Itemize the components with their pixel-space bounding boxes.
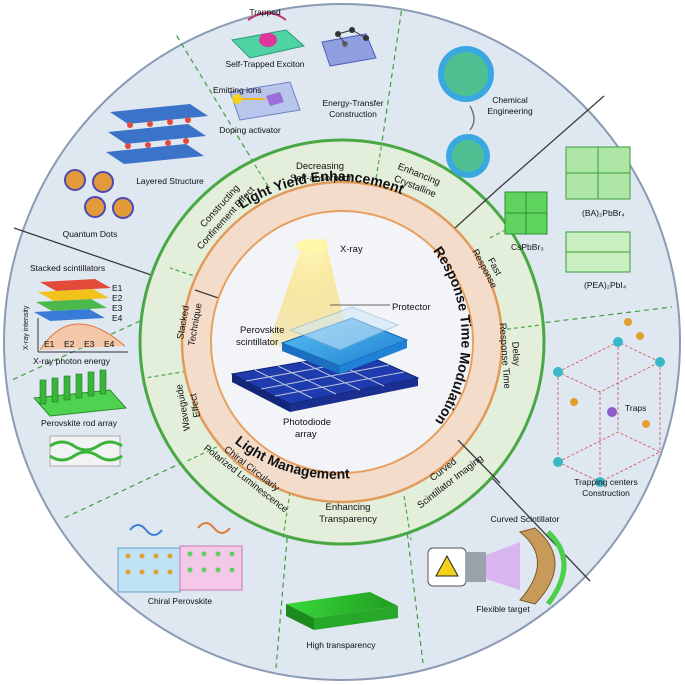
e1-label: E1 — [112, 283, 123, 293]
ba-pbbr4-illustration — [565, 146, 631, 200]
chemical-label-2: Engineering — [487, 106, 533, 116]
photodiode-label-2: array — [295, 429, 317, 440]
delay-label: Delay — [509, 341, 522, 366]
spectrum-plot — [37, 318, 128, 353]
perovskite-rod-array-label: Perovskite rod array — [41, 418, 118, 428]
waveguide-illustration — [49, 435, 123, 467]
waveguide-effect-label: Effect — [188, 392, 203, 418]
e3-label: E3 — [112, 303, 123, 313]
decreasing-label: Decreasing — [296, 161, 344, 172]
self-absorption-label: Self-absorption — [290, 173, 354, 184]
e4-label: E4 — [112, 313, 123, 323]
flexible-target-label: Flexible target — [476, 604, 530, 614]
doping-activator-label: Doping activator — [219, 125, 281, 135]
e2-axis-label: E2 — [64, 339, 75, 349]
energy-transfer-label-1: Energy-Transfer — [322, 98, 383, 108]
perovskite-label-2: scintillator — [236, 337, 278, 348]
ba-pbbr4-label: (BA)₂PbBr₄ — [582, 208, 625, 218]
perovskite-rod-array-illustration — [32, 369, 128, 417]
energy-transfer-illustration — [321, 27, 377, 67]
trapping-centers-label-2: Construction — [582, 488, 630, 498]
stacked-scintillators-label: Stacked scintillators — [30, 263, 105, 273]
pea-pbi4-label: (PEA)₂PbI₄ — [584, 280, 627, 290]
photodiode-label-1: Photodiode — [283, 417, 331, 428]
cspbbr3-label: CsPbBr₃ — [511, 242, 544, 252]
energy-transfer-label-2: Construction — [329, 109, 377, 119]
quantum-dots-illustration — [64, 169, 134, 219]
delay-response-time-label: Response Time — [497, 323, 513, 390]
chemical-engineering-illustration — [438, 46, 494, 178]
curved-scintillator-label: Curved Scintillator — [491, 514, 560, 524]
chiral-perovskite-illustration — [117, 522, 243, 593]
protector-label: Protector — [392, 302, 431, 313]
cspbbr3-illustration — [504, 191, 548, 235]
layered-structure-label: Layered Structure — [136, 176, 204, 186]
e2-label: E2 — [112, 293, 123, 303]
emitting-ions-label: Emitting ions — [213, 85, 262, 95]
curved-scintillator-illustration — [427, 527, 567, 606]
e4-axis-label: E4 — [104, 339, 115, 349]
doping-activator-illustration — [229, 81, 301, 121]
xray-label: X-ray — [340, 244, 363, 255]
layered-structure-illustration — [106, 104, 208, 164]
perovskite-label-1: Perovskite — [240, 325, 284, 336]
traps-label: Traps — [625, 403, 646, 413]
pea-pbi4-illustration — [565, 231, 631, 273]
stacked-layers-illustration — [34, 279, 111, 321]
enhancing-transparency-label-1: Enhancing — [326, 502, 371, 513]
xray-intensity-label: X-ray intensity — [23, 305, 30, 350]
trapping-centers-label-1: Trapping centers — [574, 477, 637, 487]
chiral-perovskite-label: Chiral Perovskite — [148, 596, 213, 606]
xray-photon-energy-label: X-ray photon energy — [33, 356, 111, 366]
high-transparency-label: High transparency — [307, 640, 377, 650]
e3-axis-label: E3 — [84, 339, 95, 349]
trapping-centers-illustration — [557, 341, 661, 483]
quantum-dots-label: Quantum Dots — [63, 229, 118, 239]
enhancing-transparency-label-2: Transparency — [319, 514, 377, 525]
trapped-label: Trapped — [249, 7, 281, 17]
central-device — [230, 238, 420, 412]
self-trapped-exciton-label: Self-Trapped Exciton — [225, 59, 304, 69]
high-transparency-illustration — [286, 592, 398, 630]
trap-atoms — [553, 318, 665, 487]
protector-layer — [288, 306, 400, 351]
chemical-label-1: Chemical — [492, 95, 528, 105]
e1-axis-label: E1 — [44, 339, 55, 349]
self-trapped-exciton-illustration — [230, 12, 306, 59]
